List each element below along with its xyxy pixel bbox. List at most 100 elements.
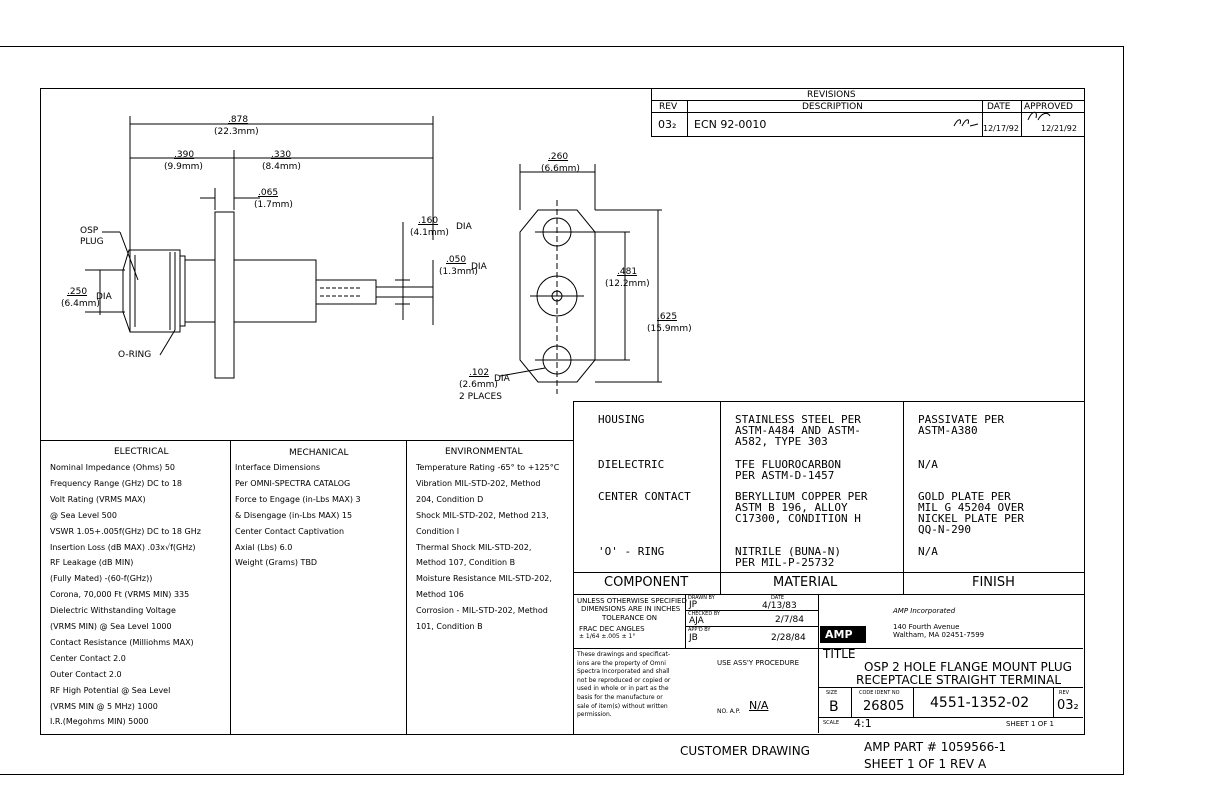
proprietary-line: ions are the property of Omni	[577, 659, 666, 667]
environmental-heading: ENVIRONMENTAL	[445, 447, 523, 457]
appd-date: 2/28/84	[771, 633, 806, 643]
appd-by: JB	[689, 633, 698, 643]
dim-330-mm: (8.4mm)	[262, 162, 301, 172]
electrical-line: Corona, 70,000 Ft (VRMS MIN) 335	[50, 590, 190, 600]
dim-625: .625	[657, 312, 678, 322]
title-block	[573, 594, 1083, 733]
environmental-line: Thermal Shock MIL-STD-202,	[416, 542, 532, 552]
top-border	[0, 46, 1124, 47]
description-col-header: DESCRIPTION	[802, 102, 863, 112]
footer-sheet: SHEET 1 OF 1 REV A	[864, 757, 987, 771]
material-finish-line: N/A	[918, 545, 938, 558]
date-label: DATE	[771, 595, 785, 601]
material-finish-line: N/A	[918, 458, 938, 471]
tolerance-line-5: ± 1/64 ±.005 ± 1°	[579, 633, 636, 640]
amp-logo-text: AMP	[825, 628, 853, 641]
company-address-2: Waltham, MA 02451-7599	[893, 631, 985, 639]
title-line-2: RECEPTACLE STRAIGHT TERMINAL	[856, 673, 1062, 687]
mechanical-line: Center Contact Captivation	[235, 526, 345, 536]
dim-878: .878	[228, 115, 249, 125]
tolerance-line-4: FRAC DEC ANGLES	[579, 625, 645, 633]
checked-by: AJA	[689, 616, 704, 626]
proprietary-line: Spectra Incorporated and shall	[577, 668, 670, 676]
electrical-line: (VRMS MIN @ 5 MHz) 1000	[50, 701, 158, 711]
mechanical-heading: MECHANICAL	[289, 448, 349, 458]
rev-col-header: REV	[659, 102, 678, 112]
environmental-line: Condition I	[416, 526, 460, 536]
electrical-line: Nominal Impedance (Ohms) 50	[50, 463, 175, 472]
dim-102: .102	[469, 368, 490, 378]
osp-plug-label-1: OSP	[80, 226, 99, 236]
sheet-value: SHEET 1 OF 1	[1006, 720, 1054, 728]
date-col-header: DATE	[987, 102, 1011, 112]
revisions-table: REVISIONS REV DESCRIPTION DATE APPROVED …	[651, 88, 1085, 137]
drawn-by-label: DRAWN BY	[688, 595, 715, 601]
electrical-line: Contact Resistance (Milliohms MAX)	[50, 637, 194, 647]
environmental-line: Shock MIL-STD-202, Method 213,	[416, 510, 549, 520]
material-finish-line: NICKEL PLATE PER	[918, 512, 1024, 525]
electrical-line: VSWR 1.05+.005f(GHz) DC to 18 GHz	[50, 526, 201, 536]
dim-050: .050	[446, 255, 467, 265]
scale-label: SCALE	[823, 720, 840, 726]
material-component: HOUSING	[598, 413, 645, 426]
electrical-line: I.R.(Megohms MIN) 5000	[50, 717, 149, 727]
appd-by-label: APP'D BY	[688, 627, 711, 633]
dim-160-mm: (4.1mm)	[410, 228, 449, 238]
side-view-drawing	[85, 116, 434, 379]
electrical-heading: ELECTRICAL	[114, 447, 169, 457]
dim-250-mm: (6.4mm)	[61, 299, 100, 309]
material-spec-line: PER ASTM-D-1457	[735, 469, 835, 482]
dim-260: .260	[548, 152, 569, 162]
environmental-line: Method 107, Condition B	[416, 558, 516, 568]
scale-value: 4:1	[854, 717, 872, 730]
revision-date: 12/17/92	[983, 124, 1019, 133]
material-finish-line: ASTM-A380	[918, 424, 978, 437]
dim-625-mm: (15.9mm)	[647, 324, 692, 334]
code-ident-value: 26805	[863, 699, 905, 714]
proprietary-line: used in whole or in part as the	[577, 685, 669, 693]
o-ring-label: O-RING	[118, 350, 152, 360]
company-address-1: 140 Fourth Avenue	[893, 623, 960, 631]
material-spec-line: PER MIL-P-25732	[735, 556, 835, 569]
environmental-line: Temperature Rating -65° to +125°C	[416, 463, 560, 472]
dim-050-dia: DIA	[471, 262, 487, 272]
dim-065: .065	[258, 188, 279, 198]
mechanical-line: Force to Engage (in-Lbs MAX) 3	[235, 494, 361, 504]
specs-table	[40, 440, 574, 734]
revisions-heading: REVISIONS	[807, 90, 856, 100]
revision-approved-date: 12/21/92	[1041, 124, 1077, 133]
company-name: AMP Incorporated	[893, 607, 956, 615]
revision-rev: 03₂	[658, 118, 677, 131]
rev-value: 03₂	[1057, 698, 1079, 713]
material-component: CENTER CONTACT	[598, 490, 691, 503]
dim-481-mm: (12.2mm)	[605, 279, 650, 289]
material-component: DIELECTRIC	[598, 458, 665, 471]
osp-plug-label-2: PLUG	[80, 237, 104, 247]
electrical-line: RF Leakage (dB MIN)	[50, 558, 134, 568]
dim-390: .390	[174, 150, 195, 160]
drawing-frame	[40, 88, 1085, 735]
electrical-line: Volt Rating (VRMS MAX)	[50, 494, 146, 504]
checked-date: 2/7/84	[775, 615, 804, 625]
material-component: 'O' - RING	[598, 545, 665, 558]
environmental-line: 204, Condition D	[416, 494, 484, 504]
environmental-line: Method 106	[416, 590, 464, 600]
material-spec-line: ASTM-A484 AND ASTM-	[735, 424, 861, 437]
front-view-drawing	[499, 164, 662, 394]
component-header: COMPONENT	[604, 575, 689, 590]
dim-330: .330	[271, 150, 292, 160]
dim-250-dia: DIA	[96, 292, 112, 302]
proprietary-line: not be reproduced or copied or	[577, 676, 671, 684]
environmental-line: Moisture Resistance MIL-STD-202,	[416, 574, 552, 584]
material-spec-line: ASTM B 196, ALLOY	[735, 501, 848, 514]
bottom-border	[0, 774, 1124, 775]
dim-390-mm: (9.9mm)	[164, 162, 203, 172]
checked-by-label: CHECKED BY	[688, 611, 720, 617]
electrical-line: @ Sea Level 500	[50, 510, 117, 520]
proprietary-line: basis for the manufacture or	[577, 694, 663, 701]
tolerance-line-2: DIMENSIONS ARE IN INCHES	[581, 605, 681, 613]
approved-col-header: APPROVED	[1024, 102, 1073, 112]
dim-065-mm: (1.7mm)	[254, 200, 293, 210]
mechanical-line: & Disengage (in-Lbs MAX) 15	[235, 510, 353, 520]
title-label: TITLE	[823, 647, 856, 661]
